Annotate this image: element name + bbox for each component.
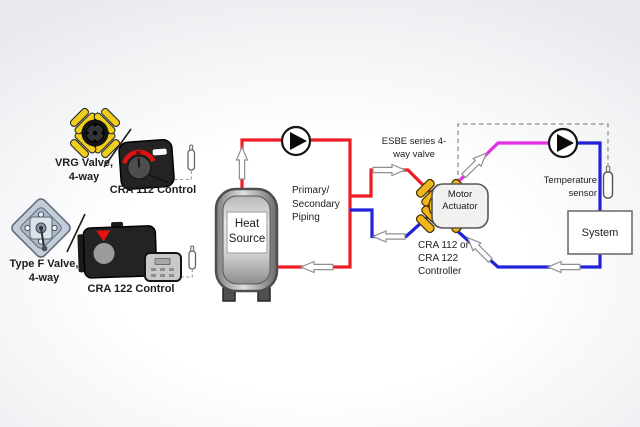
type-f-valve-label: Type F Valve, 4-way	[9, 258, 79, 284]
flow-arrow-up-tank	[235, 146, 249, 180]
valve-return-branch-pipe	[350, 208, 433, 239]
cra112-dial-pointer	[135, 150, 142, 159]
esbe-valve-label: ESBE series 4- way valve	[381, 136, 447, 160]
vrg-valve-icon	[69, 107, 121, 159]
type-f-valve-icon	[11, 198, 71, 258]
cra122-knob	[93, 242, 115, 264]
temperature-sensor-icon	[602, 165, 614, 199]
temperature-sensor-label: Temperature sensor	[543, 175, 597, 199]
system-box	[567, 210, 633, 255]
cra122-sensor-wire	[182, 269, 193, 278]
type-f-connector-line	[66, 213, 86, 253]
system-label: System	[581, 227, 619, 239]
flow-arrow-to-valve	[372, 163, 406, 177]
valve-supply-branch-pipe	[350, 168, 438, 200]
heat-source-plate	[226, 211, 268, 254]
flow-arrow-system-return	[547, 260, 581, 274]
cra112-control-label: CRA 112 Control	[109, 184, 197, 196]
flow-arrow-return-tank	[300, 260, 334, 274]
heat-source-tank	[214, 187, 279, 302]
pump-icon-secondary	[547, 127, 579, 159]
piping-label: Primary/ Secondary Piping	[292, 185, 340, 223]
pump-icon-primary	[280, 125, 312, 157]
cra122-control-label: CRA 122 Control	[87, 283, 175, 295]
system-supply-pipe	[576, 141, 602, 211]
flow-arrow-mixed	[459, 148, 491, 181]
cra112-control-device	[118, 139, 175, 190]
controller-label: CRA 112 or CRA 122 Controller	[418, 240, 469, 277]
cra122-red-indicator	[96, 230, 111, 242]
cra122-control-device	[77, 221, 158, 279]
flow-arrow-from-valve	[372, 230, 406, 243]
heat-source-label: Heat Source	[228, 218, 266, 245]
cra122-sensor-icon	[182, 245, 197, 278]
motor-actuator-label: Motor Actuator	[442, 189, 478, 212]
vrg-connector-line	[103, 128, 132, 168]
cra112-sensor-wire	[174, 171, 192, 181]
cra112-display-window	[152, 148, 167, 156]
cra122-keypad-device	[144, 252, 182, 282]
vrg-valve-label: VRG Valve, 4-way	[54, 157, 114, 183]
cra112-sensor-icon	[174, 144, 196, 181]
motor-actuator-box	[431, 183, 489, 229]
